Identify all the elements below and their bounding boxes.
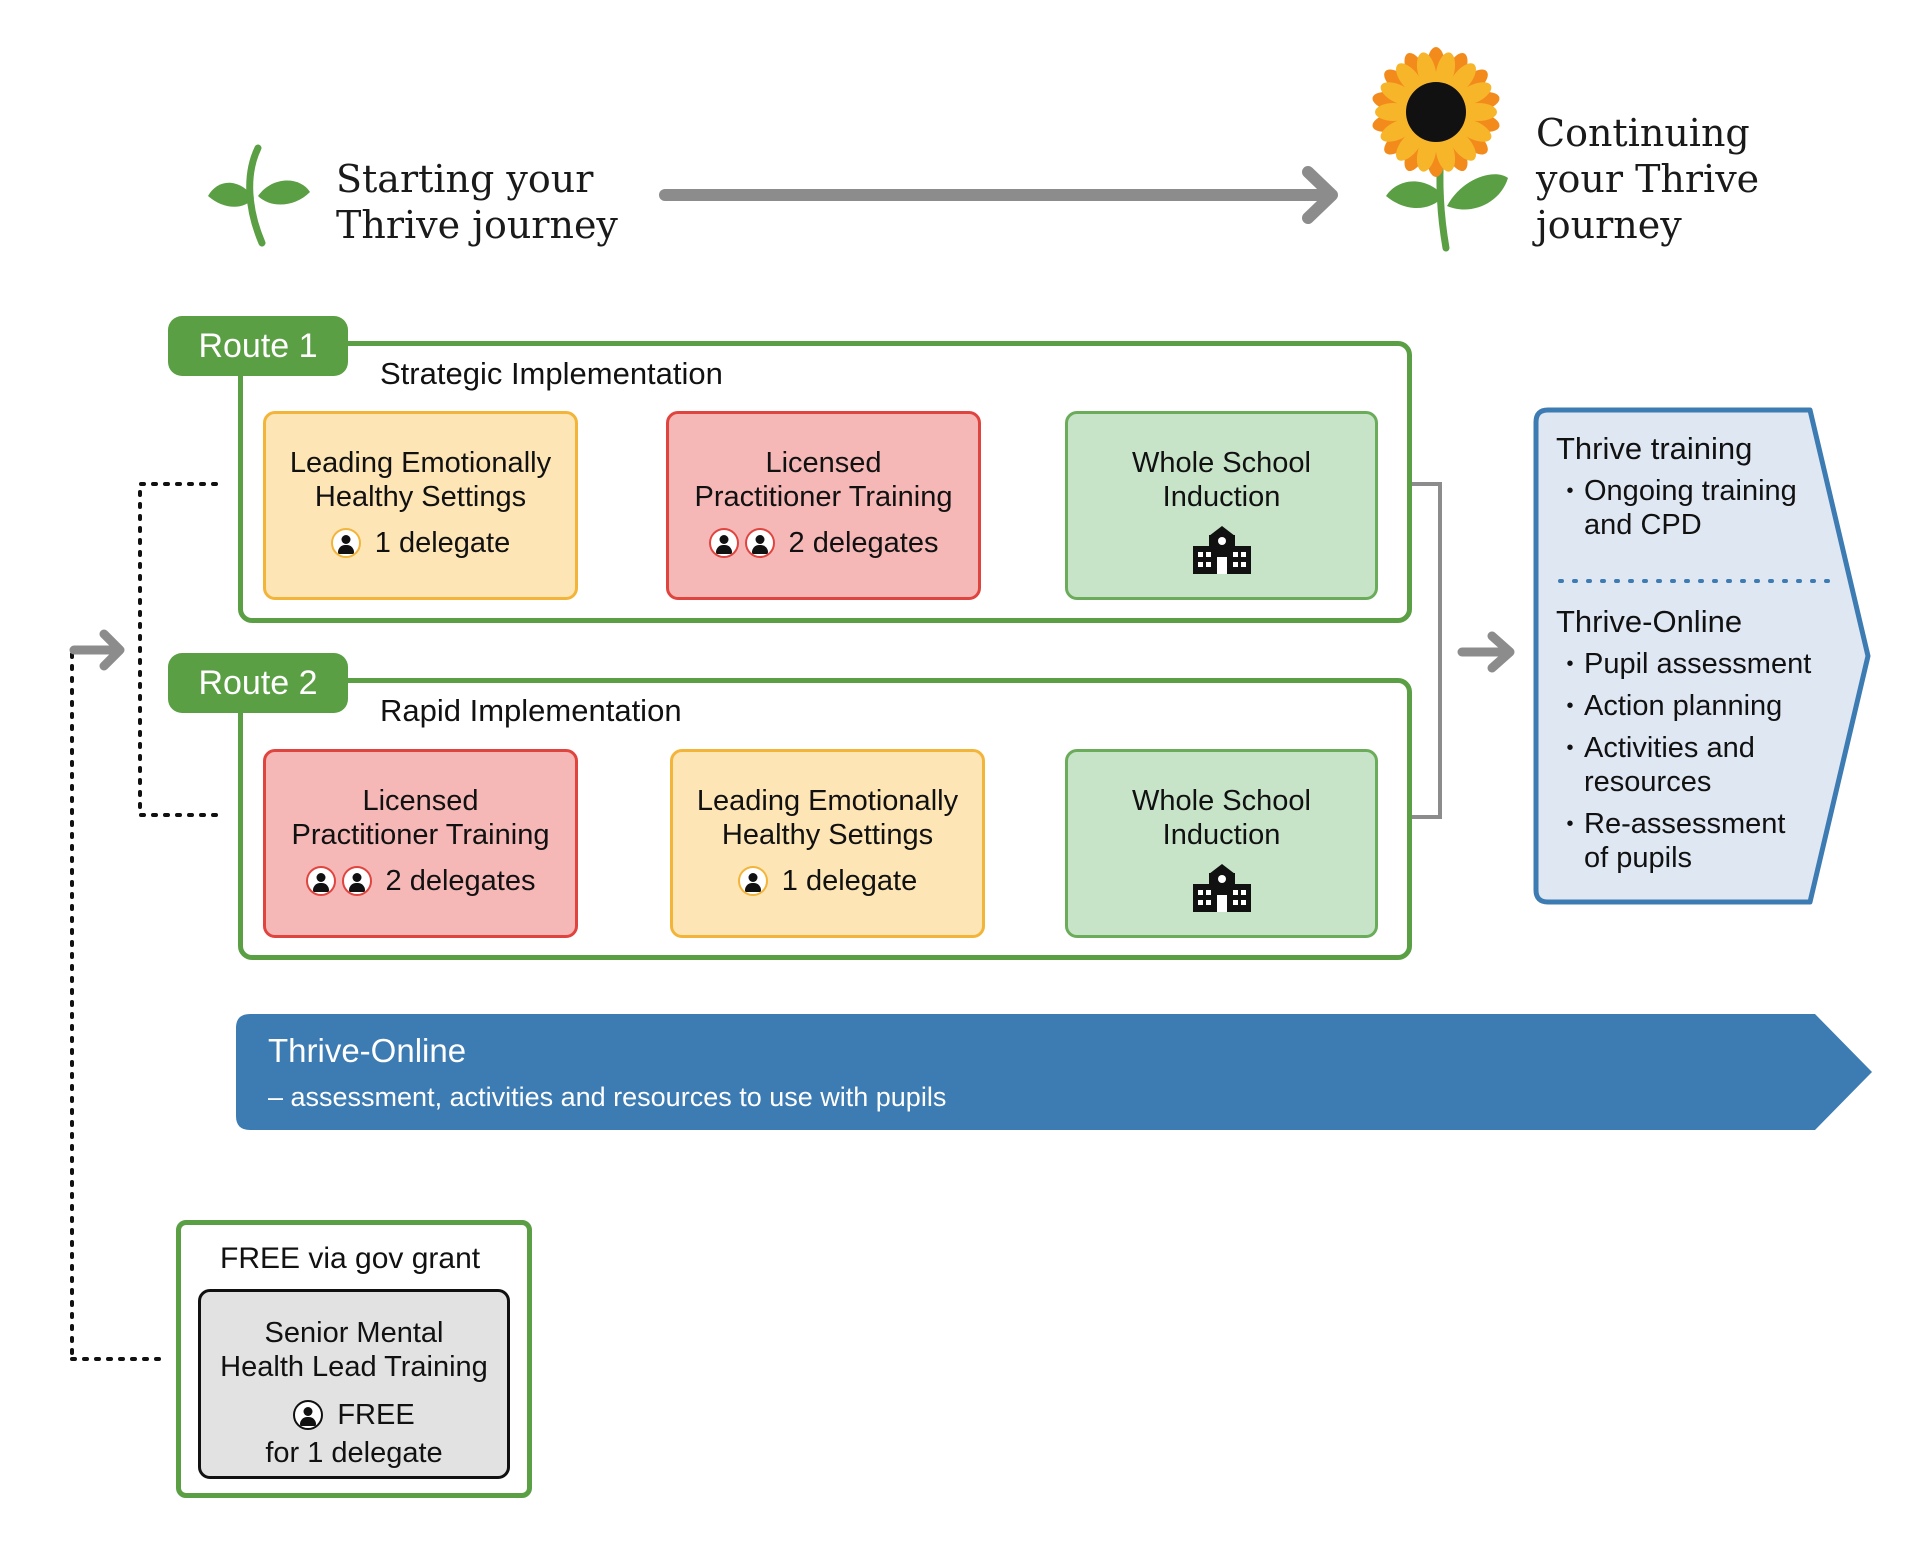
card-title-line: Licensed [362, 785, 479, 817]
card-title-line: Practitioner Training [694, 481, 953, 513]
bullet-icon: • [1566, 695, 1574, 717]
smhl-card: Senior Mental Health Lead Training FREE … [198, 1289, 510, 1479]
continue-heading-line: Continuing [1536, 111, 1750, 155]
person-icon [293, 1400, 324, 1430]
thrive-training-heading: Thrive training [1556, 431, 1753, 466]
route2-card-wsi: Whole School Induction [1065, 749, 1378, 938]
route-bracket [1410, 482, 1442, 819]
journey-arrow-icon [659, 166, 1338, 224]
card-title-line: Licensed [765, 447, 882, 479]
card-title-line: Leading Emotionally [289, 447, 552, 479]
delegate-text: for 1 delegate [265, 1437, 443, 1469]
free-text: FREE [337, 1399, 415, 1431]
route2-card-lpt: Licensed Practitioner Training 2 delegat… [263, 749, 578, 938]
sunflower-icon [1372, 47, 1508, 252]
card-title-line: Whole School [1132, 785, 1311, 817]
bullet-icon: • [1566, 737, 1574, 759]
card-title-line: Induction [1162, 481, 1281, 513]
school-icon [1192, 526, 1251, 574]
start-heading: Starting your Thrive journey [336, 156, 618, 248]
card-title-line: Health Lead Training [220, 1351, 488, 1383]
card-title-line: Whole School [1132, 447, 1311, 479]
list-item-line: Activities and [1584, 732, 1755, 764]
arrow-right-icon [1457, 631, 1515, 673]
delegate-text: 1 delegate [374, 527, 511, 559]
online-list: • Pupil assessment • Action planning • Activi… [1556, 647, 1811, 875]
thrive-online-heading: Thrive-Online [1556, 604, 1743, 639]
card-title-line: Senior Mental [264, 1317, 444, 1349]
person-icon [744, 528, 775, 558]
start-heading-line: Starting your [336, 157, 594, 201]
route1-subtitle: Strategic Implementation [380, 356, 723, 391]
route2-subtitle: Rapid Implementation [380, 693, 682, 728]
delegate-count: 1 delegate [737, 864, 918, 898]
arrow-right-icon [69, 629, 125, 671]
delegate-text: 1 delegate [781, 865, 918, 897]
list-item-text: Pupil assessment [1584, 647, 1811, 681]
seedling-icon [208, 144, 310, 247]
start-heading-line: Thrive journey [336, 203, 618, 247]
route2-card-lehs: Leading Emotionally Healthy Settings 1 d… [670, 749, 985, 938]
continue-heading-line: your Thrive [1536, 157, 1760, 201]
card-title-line: Practitioner Training [291, 819, 550, 851]
person-icon [305, 866, 336, 896]
continuing-panel-shape [1533, 407, 1871, 905]
list-item-line: Action planning [1584, 690, 1783, 722]
list-item: • Action planning [1556, 689, 1811, 723]
route1-card-lehs: Leading Emotionally Healthy Settings 1 d… [263, 411, 578, 600]
route1-card-wsi: Whole School Induction [1065, 411, 1378, 600]
list-item-line: and CPD [1584, 509, 1702, 541]
list-item-line: resources [1584, 766, 1712, 798]
card-title-line: Healthy Settings [314, 481, 527, 513]
person-icon [737, 866, 768, 896]
route1-card-lpt: Licensed Practitioner Training 2 delegat… [666, 411, 981, 600]
school-icon [1192, 864, 1251, 912]
person-icon [341, 866, 372, 896]
banner-title: Thrive-Online [268, 1032, 467, 1069]
person-icon [330, 528, 361, 558]
card-title-line: Induction [1162, 819, 1281, 851]
list-item-line: Pupil assessment [1584, 648, 1812, 680]
route2-tab: Route 2 [168, 653, 348, 713]
delegate-count: 2 delegates [305, 864, 536, 898]
card-title-line: Leading Emotionally [696, 785, 959, 817]
continue-heading: Continuing your Thrive journey [1536, 110, 1759, 248]
card-title-line: Healthy Settings [721, 819, 934, 851]
bullet-icon: • [1566, 480, 1574, 502]
list-item: • Pupil assessment [1556, 647, 1811, 681]
delegate-count: FREE [293, 1398, 415, 1432]
banner-subtitle: – assessment, activities and resources t… [268, 1082, 947, 1112]
dotted-connector [70, 482, 218, 1361]
person-icon [708, 528, 739, 558]
bullet-icon: • [1566, 653, 1574, 675]
bullet-icon: • [1566, 813, 1574, 835]
route1-tab: Route 1 [168, 316, 348, 376]
list-item-line: of pupils [1584, 842, 1693, 874]
delegate-text: 2 delegates [385, 865, 536, 897]
delegate-count: 1 delegate [330, 526, 511, 560]
delegate-count: 2 delegates [708, 526, 939, 560]
thrive-online-banner-shape [236, 1014, 1872, 1130]
continue-heading-line: journey [1536, 203, 1682, 247]
list-item-line: Ongoing training [1584, 475, 1797, 507]
online-section: Thrive-Online • Pupil assessment • Action p… [1556, 605, 1811, 883]
list-item-text: Action planning [1584, 689, 1782, 723]
delegate-text: 2 delegates [788, 527, 939, 559]
list-item-line: Re-assessment [1584, 808, 1786, 840]
free-grant-label: FREE via gov grant [220, 1242, 481, 1275]
